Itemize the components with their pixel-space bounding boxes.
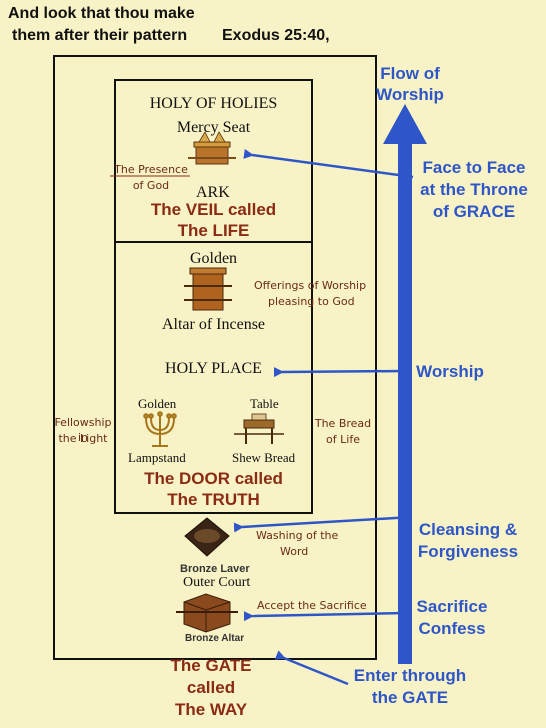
washing-label-1: Washing of the <box>256 529 339 542</box>
bronze-altar-icon <box>176 593 238 633</box>
flow-arrow-shaft <box>398 140 412 664</box>
door-label-1: The DOOR called <box>144 469 283 488</box>
presence-label-2: of God <box>132 179 170 192</box>
arrow-sacrifice <box>243 611 406 622</box>
offerings-label-2: pleasing to God <box>268 295 355 308</box>
outer-court-label: Outer Court <box>183 575 251 590</box>
lampstand-label-top: Golden <box>138 396 177 411</box>
veil-label-1: The VEIL called <box>150 200 277 219</box>
fellowship-label-1: Fellowship in <box>54 416 112 444</box>
worship-label: Worship <box>416 362 484 381</box>
veil-label-2: The LIFE <box>177 221 250 240</box>
shew-bread-table-icon <box>234 413 284 444</box>
cleansing-label-1: Cleansing & <box>418 520 518 539</box>
altar-of-incense-icon <box>184 267 232 311</box>
ark-icon <box>188 131 236 165</box>
bread-of-life-label-2: of Life <box>326 433 360 446</box>
gate-label-2: called <box>186 678 236 697</box>
outer-court-boundary <box>53 55 377 660</box>
gate-label-3: The WAY <box>174 700 248 719</box>
door-label-2: The TRUTH <box>167 490 260 509</box>
face-to-face-3: of GRACE <box>432 202 516 221</box>
cleansing-label-2: Forgiveness <box>417 542 519 561</box>
face-to-face-1: Face to Face <box>422 158 526 177</box>
header-line-1: And look that thou make <box>8 5 195 22</box>
sacrifice-label-1: Sacrifice <box>416 597 488 616</box>
holy-of-holies-title: HOLY OF HOLIES <box>149 95 278 112</box>
scripture-reference: Exodus 25:40, <box>222 27 330 44</box>
bread-of-life-label-1: The Bread <box>314 417 372 430</box>
holy-place-title: HOLY PLACE <box>165 360 262 377</box>
table-label-bottom: Shew Bread <box>232 450 296 465</box>
flow-of-worship-2: Worship <box>376 85 444 104</box>
lampstand-label-bottom: Lampstand <box>128 450 186 465</box>
table-label-top: Table <box>250 396 279 411</box>
bronze-laver-icon <box>184 517 230 557</box>
presence-label-1: The Presence <box>114 163 188 176</box>
enter-gate-label-1: Enter through <box>353 666 467 685</box>
sacrifice-label-2: Confess <box>418 619 486 638</box>
face-to-face-2: at the Throne <box>420 180 528 199</box>
holy-place-room <box>114 241 313 514</box>
arrow-worship <box>273 367 406 378</box>
arrow-cleansing <box>233 515 413 533</box>
golden-altar-label: Golden <box>189 250 238 267</box>
lampstand-icon <box>143 411 177 447</box>
mercy-seat-label: Mercy Seat <box>176 119 251 136</box>
flow-of-worship-1: Flow of <box>380 64 440 83</box>
gate-label-1: The GATE <box>170 656 252 675</box>
bronze-altar-label: Bronze Altar <box>185 633 245 644</box>
arrow-face-to-face <box>243 148 414 179</box>
bronze-laver-label: Bronze Laver <box>180 563 250 575</box>
accept-sacrifice-label: Accept the Sacrifice <box>257 599 367 612</box>
header-line-2: them after their pattern <box>12 27 188 44</box>
washing-label-2: Word <box>280 545 309 558</box>
fellowship-label-2: the Light <box>58 432 108 445</box>
flow-arrow-head <box>383 104 427 144</box>
ark-label: ARK <box>196 184 230 201</box>
altar-of-incense-label: Altar of Incense <box>161 316 266 333</box>
arrow-gate <box>274 650 349 686</box>
enter-gate-label-2: the GATE <box>371 688 449 707</box>
offerings-label-1: Offerings of Worship <box>254 279 367 292</box>
